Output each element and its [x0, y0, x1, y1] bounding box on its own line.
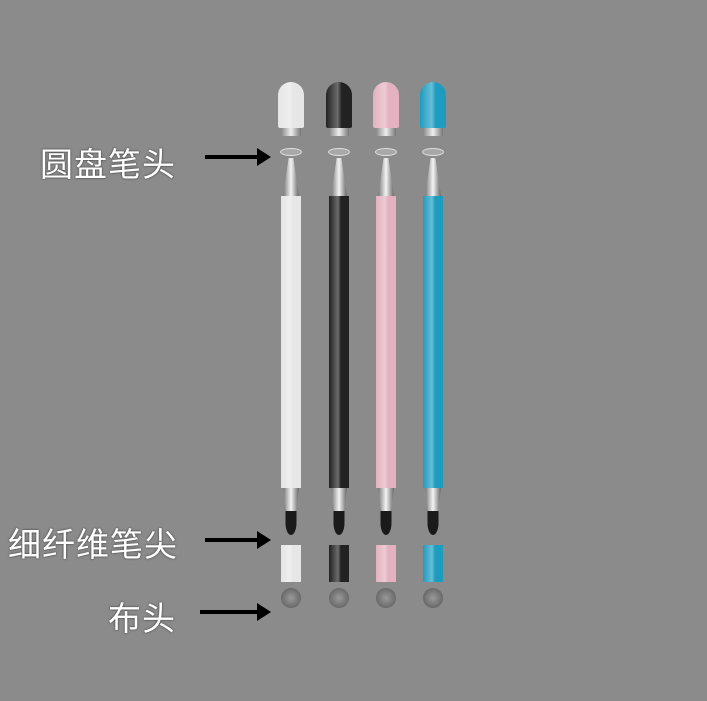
- ferrule: [283, 488, 299, 512]
- arrow-fiber-tip: [205, 531, 271, 549]
- cloth-tip: [329, 588, 349, 608]
- pen-body: [376, 196, 396, 488]
- pen-cap: [373, 82, 399, 128]
- cap-ring: [281, 128, 301, 136]
- label-disc-tip: 圆盘笔头: [40, 145, 176, 184]
- pen-body: [423, 196, 443, 488]
- fiber-tip: [427, 511, 439, 535]
- bottom-cap: [423, 545, 443, 582]
- arrow-cloth-tip: [200, 603, 271, 621]
- pen-cap: [420, 82, 446, 128]
- bottom-cap: [329, 545, 349, 582]
- cap-ring: [329, 128, 349, 136]
- tip-cone: [331, 158, 347, 196]
- cloth-tip: [423, 588, 443, 608]
- cap-ring: [376, 128, 396, 136]
- pen-body: [281, 196, 301, 488]
- disc-tip: [422, 148, 444, 156]
- label-fiber-tip: 细纤维笔尖: [8, 525, 178, 564]
- pen-cap: [278, 82, 304, 128]
- fiber-tip: [380, 511, 392, 535]
- ferrule: [378, 488, 394, 512]
- cloth-tip: [376, 588, 396, 608]
- tip-cone: [283, 158, 299, 196]
- disc-tip: [375, 148, 397, 156]
- arrow-disc-tip: [205, 148, 271, 166]
- ferrule: [331, 488, 347, 512]
- tip-cone: [378, 158, 394, 196]
- ferrule: [425, 488, 441, 512]
- bottom-cap: [281, 545, 301, 582]
- stylus-pen-black: [324, 0, 354, 701]
- cap-ring: [423, 128, 443, 136]
- bottom-cap: [376, 545, 396, 582]
- fiber-tip: [285, 511, 297, 535]
- cloth-tip: [281, 588, 301, 608]
- pen-body: [329, 196, 349, 488]
- fiber-tip: [333, 511, 345, 535]
- stylus-pen-blue: [418, 0, 448, 701]
- disc-tip: [280, 148, 302, 156]
- disc-tip: [328, 148, 350, 156]
- pen-cap: [326, 82, 352, 128]
- stylus-pen-white: [276, 0, 306, 701]
- label-cloth-tip: 布头: [108, 599, 176, 638]
- stylus-pen-pink: [371, 0, 401, 701]
- tip-cone: [425, 158, 441, 196]
